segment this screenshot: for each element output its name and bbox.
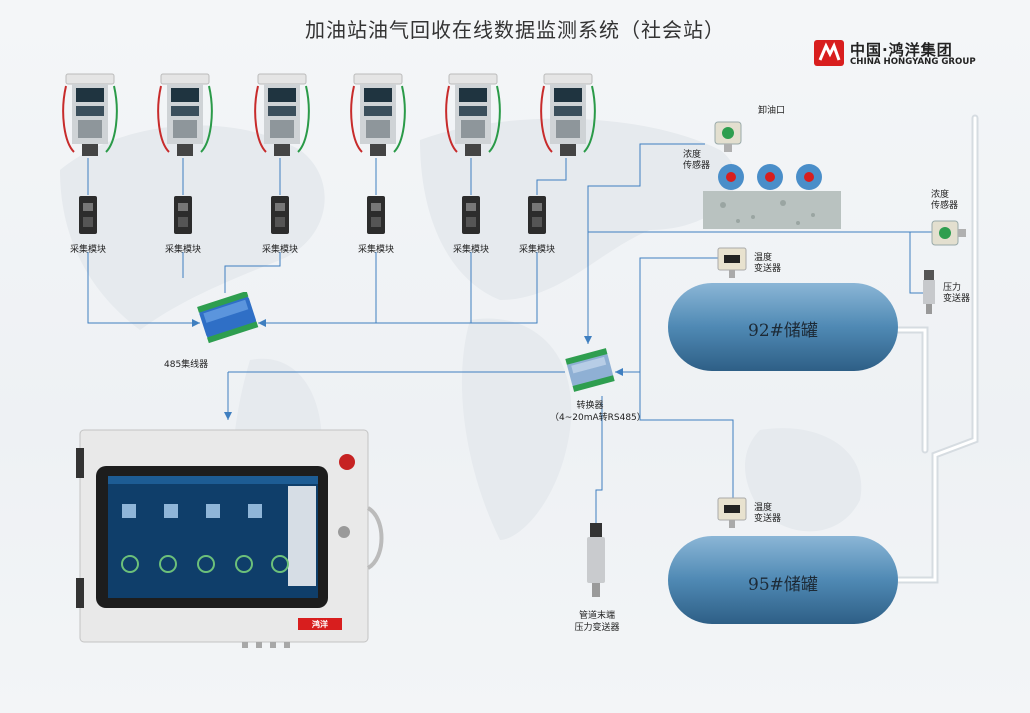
collector-module-icon [174,196,192,234]
tank-92-icon [668,283,898,371]
collector-module-icon [367,196,385,234]
collector-module-label: 采集模块 [69,245,106,255]
collector-module-label: 采集模块 [164,245,201,255]
concentration-sensor-right-label: 浓度 传感器 [931,190,959,211]
pressure-transmitter-icon [923,270,935,314]
logo-brand-cn: 中国·鸿洋集团 [850,41,953,59]
tank-95-label: 95#储罐 [748,575,818,595]
concentration-sensor-top-label: 浓度 传感器 [683,150,711,171]
collector-module-icon [79,196,97,234]
fuel-dispenser-icon [350,73,406,156]
monitoring-cabinet-icon [76,429,384,648]
fuel-dispenser-icon [540,73,596,156]
pipe-end-pressure-transmitter-icon [587,523,605,597]
converter-detail: （4~20mA转RS485） [550,413,646,423]
cabinet-badge: 鸿洋 [312,620,328,629]
converter-name: 转换器 [576,401,604,411]
concentration-sensor-top-icon [714,121,742,152]
fuel-dispenser-icon [157,73,213,156]
fuel-dispenser-icon [62,73,118,156]
collector-module-label: 采集模块 [261,245,298,255]
unload-port-label: 卸油口 [758,106,786,116]
temperature-transmitter-95-label: 温度 变送器 [754,503,782,524]
collector-module-label: 采集模块 [357,245,394,255]
unload-port-icon [703,164,841,229]
pressure-transmitter-label: 压力 变送器 [943,283,971,304]
temperature-transmitter-92-label: 温度 变送器 [754,253,782,274]
hongyang-logo-icon [814,40,844,66]
temperature-transmitter-92-icon [717,247,747,278]
fuel-dispenser-icon [445,73,501,156]
tank-92-label: 92#储罐 [748,321,818,341]
collector-module-icon [528,196,546,234]
temperature-transmitter-95-icon [717,497,747,528]
collector-module-label: 采集模块 [452,245,489,255]
tank-95-icon [668,536,898,624]
collector-module-icon [462,196,480,234]
page-title: 加油站油气回收在线数据监测系统（社会站） [305,18,725,42]
hub-label: 485集线器 [164,360,209,370]
logo-brand-en: CHINA HONGYANG GROUP [850,57,976,67]
collector-module-label: 采集模块 [518,245,555,255]
pipe-end-pressure-label: 管道末端 压力变送器 [574,611,620,633]
signal-converter-icon [565,348,615,392]
fuel-dispenser-icon [254,73,310,156]
collector-module-icon [271,196,289,234]
concentration-sensor-right-icon [931,220,966,246]
rs485-hub-icon [197,292,259,344]
